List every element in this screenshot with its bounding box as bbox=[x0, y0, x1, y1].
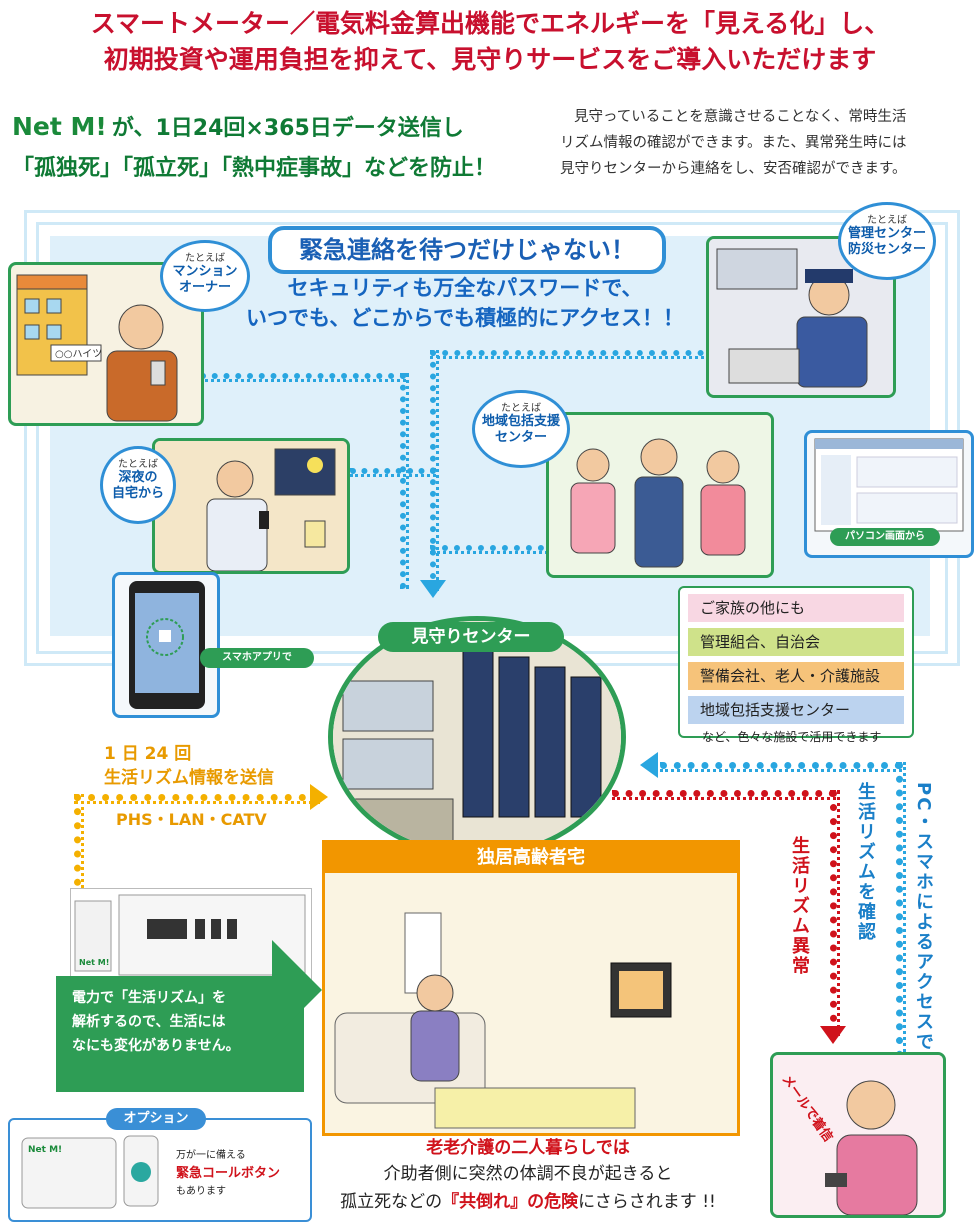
device-note-line-2: 解析するので、生活には bbox=[72, 1014, 226, 1030]
badge-community-center: たとえば 地域包括支援 センター bbox=[472, 390, 570, 468]
emergency-call-device-icon: Net M! bbox=[21, 1135, 159, 1209]
send-flow-text: 1 日 24 回 生活リズム情報を送信 bbox=[104, 742, 274, 790]
intro-lead-line-1: が、1日24回×365日データ送信し bbox=[111, 116, 464, 141]
callout-line-2: いつでも、どこからでも積極的にアクセス！！ bbox=[245, 306, 685, 330]
night-scene-icon bbox=[155, 441, 347, 571]
badge-night-home: たとえば 深夜の 自宅から bbox=[100, 446, 176, 524]
callout-banner: 緊急連絡を待つだけじゃない！ bbox=[268, 226, 666, 274]
dotline-community bbox=[430, 545, 556, 554]
network-label: PHS・LAN・CATV bbox=[116, 810, 267, 829]
night-home-illustration bbox=[152, 438, 350, 574]
headline-line-1: スマートメーター／電気料金算出機能でエネルギーを「見える化」し、 bbox=[90, 9, 890, 38]
dotline-trunk-left bbox=[400, 373, 409, 589]
description-line-1: 見守っていることを意識させることなく、常時生活 bbox=[574, 109, 907, 125]
dotline-owner bbox=[200, 373, 406, 382]
intro-description: 見守っていることを意識させることなく、常時生活 リズム情報の確認ができます。また… bbox=[560, 104, 975, 182]
dotline-send-vertical bbox=[74, 794, 84, 900]
dotline-access-horizontal bbox=[660, 762, 902, 772]
arrow-down-icon bbox=[420, 580, 446, 598]
legend-item-community: 地域包括支援センター bbox=[688, 696, 904, 724]
server-room-icon bbox=[333, 621, 621, 853]
owner-illustration: ○○ハイツ bbox=[8, 262, 204, 426]
legend-note: など、色々な施設で活用できます bbox=[702, 730, 882, 744]
bottom-emphasis: 『共倒れ』の危険 bbox=[442, 1192, 579, 1212]
living-room-icon bbox=[325, 873, 737, 1133]
device-note-line-3: なにも変化がありません。 bbox=[72, 1038, 240, 1054]
arrow-down-red-icon bbox=[820, 1026, 846, 1044]
send-flow-line-2: 生活リズム情報を送信 bbox=[104, 768, 274, 788]
option-small-text: 万が一に備える bbox=[176, 1150, 246, 1161]
description-line-3: 見守りセンターから連絡をし、安否確認ができます。 bbox=[560, 161, 907, 177]
dotline-home bbox=[350, 468, 436, 477]
device-note: 電力で「生活リズム」を 解析するので、生活には なにも変化がありません。 bbox=[56, 976, 304, 1092]
family-member-icon bbox=[773, 1055, 943, 1215]
callout-line-1: セキュリティも万全なパスワードで、 bbox=[287, 276, 643, 300]
building-sign: ○○ハイツ bbox=[55, 349, 102, 360]
legend-item-security-care: 警備会社、老人・介護施設 bbox=[688, 662, 904, 690]
option-device-brand: Net M! bbox=[28, 1145, 62, 1155]
dotline-send-horizontal bbox=[74, 794, 320, 804]
dotline-security bbox=[430, 350, 716, 359]
arrow-right-icon bbox=[310, 784, 328, 810]
option-main-text: 緊急コールボタン bbox=[176, 1166, 281, 1181]
family-illustration bbox=[770, 1052, 946, 1218]
headline-line-2: 初期投資や運用負担を抑えて、見守りサービスをご導入いただけます bbox=[103, 45, 877, 74]
bottom-line-1: 老老介護の二人暮らしでは bbox=[426, 1138, 630, 1158]
intro-lead: Net M! が、1日24回×365日データ送信し 「孤独死」「孤立死」「熱中症… bbox=[12, 110, 542, 182]
smartphone-icon bbox=[129, 581, 205, 709]
device-pointer bbox=[272, 940, 322, 1040]
dotline-trunk bbox=[430, 350, 439, 591]
option-tail-text: もあります bbox=[176, 1186, 226, 1197]
device-note-line-1: 電力で「生活リズム」を bbox=[72, 990, 226, 1006]
smartphone-app-label: スマホアプリで bbox=[200, 648, 314, 668]
option-box: Net M! 万が一に備える 緊急コールボタン もあります bbox=[8, 1118, 312, 1222]
dotline-abnormal-horizontal bbox=[612, 790, 836, 800]
legend-item-association: 管理組合、自治会 bbox=[688, 628, 904, 656]
usage-legend: ご家族の他にも 管理組合、自治会 警備会社、老人・介護施設 地域包括支援センター… bbox=[678, 586, 914, 744]
elderly-home-illustration: 独居高齢者宅 bbox=[322, 840, 740, 1136]
pc-screen-label: パソコン画面から bbox=[830, 528, 940, 546]
badge-security-center: たとえば 管理センター 防災センター bbox=[838, 202, 936, 280]
community-center-illustration bbox=[546, 412, 774, 578]
elderly-home-title: 独居高齢者宅 bbox=[325, 843, 737, 873]
arrow-left-icon bbox=[640, 752, 658, 778]
access-label: PC・スマホによるアクセスで bbox=[913, 782, 934, 1053]
device-brand: Net M! bbox=[79, 958, 109, 967]
watch-center-circle bbox=[328, 616, 626, 858]
abnormal-label: 生活リズム異常 bbox=[789, 836, 810, 976]
badge-owner: たとえば マンション オーナー bbox=[160, 240, 250, 312]
send-flow-line-1: 1 日 24 回 bbox=[104, 744, 192, 764]
pc-monitor-icon bbox=[814, 438, 964, 532]
staff-group-icon bbox=[549, 415, 771, 575]
smartphone-illustration bbox=[112, 572, 220, 718]
option-title: オプション bbox=[106, 1108, 206, 1130]
legend-item-family: ご家族の他にも bbox=[688, 594, 904, 622]
dotline-abnormal-vertical bbox=[830, 790, 840, 1036]
bottom-line-3: 孤立死などの『共倒れ』の危険にさらされます !! bbox=[340, 1192, 716, 1212]
description-line-2: リズム情報の確認ができます。また、異常発生時には bbox=[560, 135, 907, 151]
dotline-access-vertical bbox=[896, 762, 906, 1058]
bottom-line-2: 介助者側に突然の体調不良が起きると bbox=[383, 1164, 673, 1184]
owner-scene-icon: ○○ハイツ bbox=[16, 274, 178, 422]
confirm-label: 生活リズムを確認 bbox=[855, 782, 876, 942]
watch-center-title: 見守りセンター bbox=[378, 622, 564, 652]
netmi-logo: Net M! bbox=[12, 112, 107, 141]
intro-lead-line-2: 「孤独死」「孤立死」「熱中症事故」などを防止！ bbox=[12, 156, 497, 181]
